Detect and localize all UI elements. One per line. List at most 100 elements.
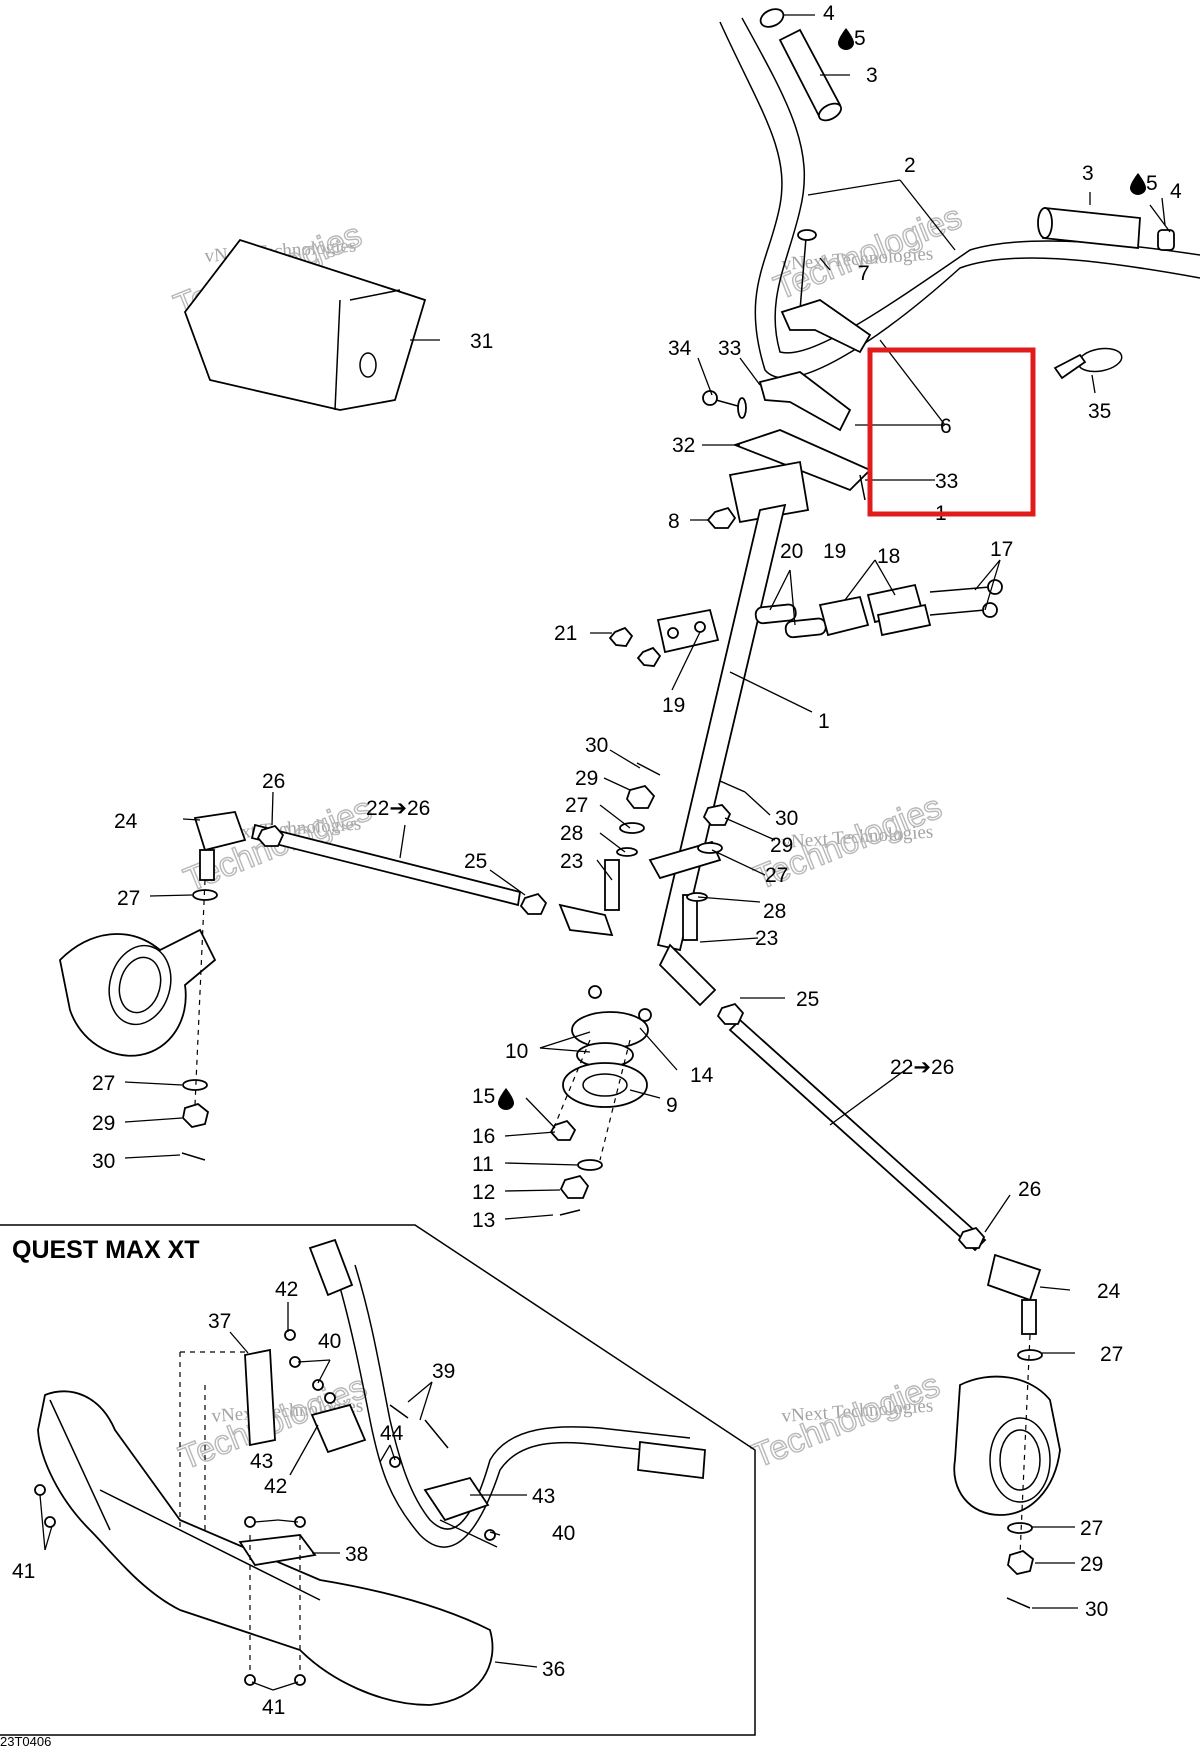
alignment-lines — [194, 879, 1031, 1556]
callout-label: 25 — [464, 850, 487, 873]
handlebar-clamp-upper — [780, 299, 872, 354]
callout-label: 9 — [666, 1094, 678, 1117]
grip-left — [778, 28, 842, 122]
tie-rod-left — [250, 823, 522, 907]
inner-tie-rod-end-right — [658, 894, 717, 1007]
callout-label: 35 — [1088, 400, 1111, 423]
steering-knuckle-left — [59, 928, 217, 1057]
lower-bearing-plate — [562, 985, 652, 1108]
callout-label: 28 — [763, 900, 786, 923]
oil-drop-icon — [838, 28, 854, 50]
callout-label: 30 — [775, 807, 798, 830]
callout-label: 29 — [575, 767, 598, 790]
callout-label: 24 — [114, 810, 138, 833]
callout-label: 33 — [718, 337, 741, 360]
callout-label: 17 — [990, 538, 1013, 561]
callout-label: 28 — [560, 822, 583, 845]
callout-label: 41 — [12, 1560, 35, 1583]
steering-knuckle-right — [953, 1375, 1061, 1516]
callout-label: 31 — [470, 330, 493, 353]
callout-label: 21 — [554, 622, 577, 645]
callout-label: 22➔26 — [890, 1056, 954, 1079]
callout-label: 36 — [542, 1658, 565, 1681]
inner-tie-rod-end-left — [558, 859, 620, 937]
callout-label: 24 — [1097, 1280, 1121, 1303]
callout-label: 27 — [1100, 1343, 1123, 1366]
callout-label: 27 — [92, 1072, 115, 1095]
callout-label: 42 — [275, 1278, 298, 1301]
callout-label: 43 — [532, 1485, 555, 1508]
callout-label: 39 — [432, 1360, 455, 1383]
callout-label: 8 — [668, 510, 680, 533]
callout-label: 25 — [796, 988, 819, 1011]
callout-label: 27 — [1080, 1517, 1103, 1540]
callout-label: 29 — [1080, 1553, 1103, 1576]
callout-label: 11 — [472, 1153, 494, 1176]
oil-drop-icon — [498, 1088, 514, 1110]
callout-label: 13 — [472, 1209, 495, 1232]
callout-label: 19 — [823, 540, 846, 563]
tie-rod-end-left — [193, 811, 247, 881]
callout-label: 23 — [755, 927, 778, 950]
tie-rod-right — [728, 1018, 987, 1252]
callout-label: 30 — [92, 1150, 115, 1173]
clamp-bolt — [797, 229, 817, 311]
hood-deflector — [183, 238, 427, 411]
callout-label: 7 — [858, 262, 870, 285]
callout-label: 38 — [345, 1543, 368, 1566]
callout-label: 37 — [208, 1310, 231, 1333]
inset-quest-max-xt: QUEST MAX XT — [0, 1224, 756, 1736]
callout-labels: 4 5 3 2 3 5 4 7 31 34 33 35 6 32 33 1 8 … — [12, 2, 1182, 1719]
callout-label: 42 — [264, 1475, 287, 1498]
callout-label: 14 — [690, 1064, 714, 1087]
callout-label: 27 — [117, 887, 140, 910]
callout-label: 19 — [662, 694, 685, 717]
inset-title: QUEST MAX XT — [12, 1236, 200, 1264]
drawing-code: 23T0406 — [0, 1734, 51, 1749]
callout-label: 32 — [672, 434, 695, 457]
callout-label: 10 — [505, 1040, 528, 1063]
hardware-left — [181, 889, 218, 1161]
callout-label: 29 — [770, 834, 793, 857]
watermark-text: Technologies — [747, 1366, 945, 1476]
callout-label: 1 — [818, 710, 830, 733]
callout-label: 27 — [765, 864, 788, 887]
callout-label: 33 — [935, 470, 958, 493]
callout-label: 27 — [565, 794, 588, 817]
bolt-34 — [702, 390, 747, 419]
callout-label: 29 — [92, 1112, 115, 1135]
handlebar-clamp-lower — [758, 371, 852, 432]
callout-label: 40 — [318, 1330, 341, 1353]
tie-rod-end-right — [986, 1253, 1042, 1335]
grip-right — [1037, 207, 1141, 249]
callout-label: 6 — [940, 415, 952, 438]
oil-drop-icon — [1130, 173, 1146, 195]
callout-label: 26 — [1018, 1178, 1041, 1201]
highlight-box — [867, 347, 1036, 517]
callout-label: 12 — [472, 1181, 495, 1204]
callout-label: 3 — [866, 64, 878, 87]
callout-label: 43 — [250, 1450, 273, 1473]
callout-label: 20 — [780, 540, 803, 563]
callout-label: 16 — [472, 1125, 495, 1148]
callout-label: 4 — [1170, 180, 1182, 203]
callout-label: 2 — [904, 154, 916, 177]
callout-label: 5 — [1146, 172, 1158, 195]
callout-label: 22➔26 — [366, 797, 430, 820]
bar-end-cap-left — [759, 8, 785, 28]
callout-label: 5 — [854, 27, 866, 50]
callout-label: 4 — [823, 2, 835, 25]
callout-label: 18 — [877, 545, 900, 568]
callout-label: 44 — [380, 1422, 404, 1445]
hardware-right — [1006, 1349, 1043, 1609]
column-support — [608, 579, 1003, 667]
bar-end-cap-right — [1157, 229, 1175, 251]
callout-label: 26 — [262, 770, 285, 793]
callout-label: 15 — [472, 1085, 495, 1108]
callout-label: 40 — [552, 1522, 575, 1545]
callout-label: 30 — [1085, 1598, 1108, 1621]
callout-label: 41 — [262, 1696, 285, 1719]
handlebar — [719, 17, 1200, 379]
nut-8 — [706, 506, 737, 529]
